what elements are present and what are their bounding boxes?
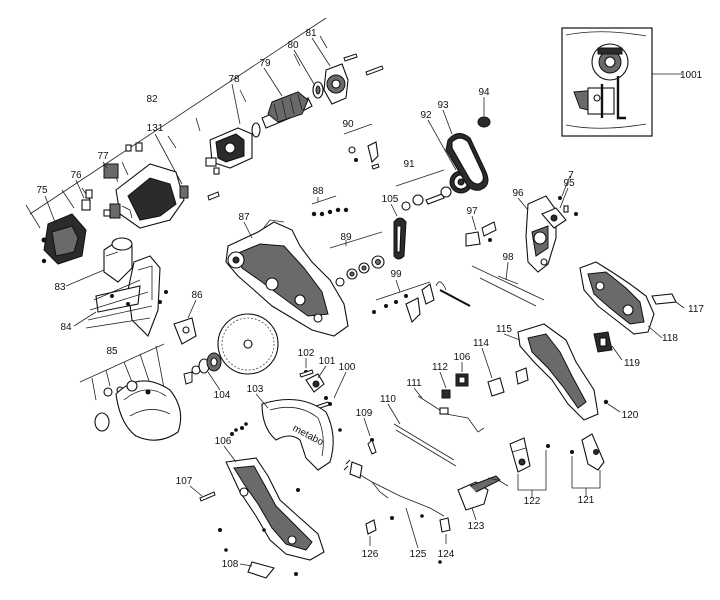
linkage-group: 97 98 99: [372, 206, 545, 324]
part-label: 106: [454, 352, 471, 363]
part-label: 105: [382, 194, 399, 205]
handle-106: 106: [215, 426, 325, 576]
part-label: 94: [478, 87, 490, 98]
switch-small-group: 102 101 100: [298, 348, 356, 410]
part-label: 82: [146, 94, 158, 105]
part-label: 75: [36, 185, 48, 196]
part-label: 110: [380, 394, 396, 405]
main-housing-group: 86 87: [173, 212, 349, 345]
part-label: 111: [406, 378, 422, 389]
part-label: 88: [312, 186, 324, 197]
part-label: 84: [60, 322, 72, 333]
part-label: 80: [287, 40, 299, 51]
part-label: 95: [563, 178, 575, 189]
part-label: 117: [688, 304, 704, 315]
saw-blade: [217, 313, 279, 375]
flange-washers-104: 104: [183, 352, 231, 401]
inset-detail-1001: 1001: [561, 27, 703, 137]
part-label: 109: [356, 408, 373, 419]
electrical-group: 109 110 111 112 106 114: [356, 338, 529, 467]
fastener-groups: 88 89 90: [311, 119, 385, 287]
part-label: 92: [420, 110, 432, 121]
bracket-group: 96 95 7: [512, 170, 578, 273]
part-label: 123: [468, 521, 485, 532]
part-label: 121: [578, 495, 595, 506]
loose-screws: [224, 422, 442, 564]
belt-105: 105: [382, 194, 407, 260]
part-label: 87: [238, 212, 250, 223]
part-label: 86: [191, 290, 203, 301]
part-label: 131: [147, 123, 164, 134]
part-label: 96: [512, 188, 524, 199]
part-label: 122: [524, 496, 541, 507]
part-label: 89: [340, 232, 352, 243]
part-label: 118: [662, 333, 678, 344]
upper-guard-103: metabo 103: [247, 384, 334, 471]
switch-parts-group: 122 121 123: [457, 433, 605, 532]
handle-115: 115: [496, 323, 599, 421]
part-label: 98: [502, 252, 514, 263]
part-label: 124: [438, 549, 455, 560]
part-label: 83: [54, 282, 66, 293]
part-label: 77: [97, 151, 109, 162]
part-label: 101: [319, 356, 336, 367]
part-label: 93: [437, 100, 449, 111]
part-label: 91: [403, 159, 415, 170]
part-label: 119: [624, 358, 640, 369]
part-label: 7: [568, 170, 574, 181]
part-label: 85: [106, 346, 118, 357]
right-arm-group: 118 117 119 120: [579, 261, 704, 421]
part-label: 107: [176, 476, 193, 487]
part-label: 79: [259, 58, 271, 69]
part-label: 90: [342, 119, 354, 130]
part-label: 125: [410, 549, 427, 560]
part-label: 120: [622, 410, 639, 421]
part-label: 104: [214, 390, 231, 401]
part-label: 108: [222, 559, 239, 570]
part-label: 106: [215, 436, 232, 447]
part-label: 114: [473, 338, 489, 349]
part-label: 99: [390, 269, 402, 280]
part-label: 103: [247, 384, 264, 395]
power-cord-group: 125 124 126: [343, 459, 455, 560]
part-label: 97: [466, 206, 478, 217]
lower-guard-group: 85: [79, 343, 182, 441]
part-label: 102: [298, 348, 315, 359]
part-label: 112: [432, 362, 448, 373]
part-label: 115: [496, 324, 512, 335]
part-label: 76: [70, 170, 82, 181]
small-parts-107-108: 107 108: [176, 476, 275, 579]
part-label: 126: [362, 549, 379, 560]
gear-drive-group: 91 92 93 94: [395, 87, 491, 211]
dust-chute-group: 83 84: [54, 237, 168, 337]
part-label: 81: [305, 28, 317, 39]
motor-assembly: 82 75 76 77 131: [25, 17, 384, 265]
part-label: 1001: [680, 70, 703, 81]
part-label: 100: [339, 362, 356, 373]
part-label: 78: [228, 74, 240, 85]
